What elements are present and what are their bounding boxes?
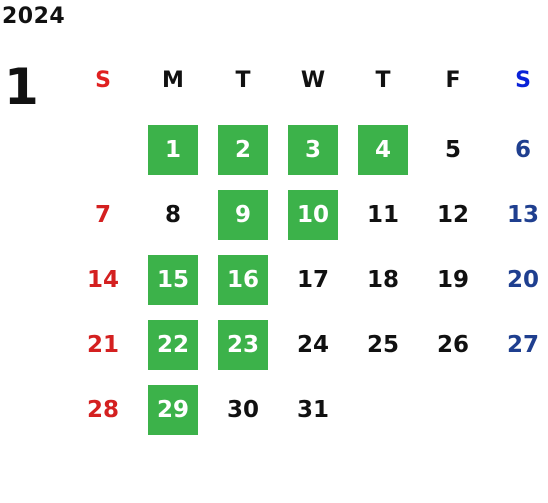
day-number: 21 [86, 332, 119, 358]
day-number: 11 [366, 202, 399, 228]
day-cell: 24 [278, 320, 348, 385]
day-number: 5 [444, 137, 461, 163]
highlighted-day: 4 [358, 125, 408, 175]
day-cell: 25 [348, 320, 418, 385]
day-cell: 5 [418, 125, 488, 190]
day-cell: 9 [208, 190, 278, 255]
day-cell: 6 [488, 125, 548, 190]
day-cell: 2 [208, 125, 278, 190]
weekday-monday: M [162, 68, 184, 93]
weekday-sunday: S [95, 68, 111, 93]
highlighted-day: 29 [148, 385, 198, 435]
day-cell: 14 [68, 255, 138, 320]
day-cell: 27 [488, 320, 548, 385]
day-cell: 17 [278, 255, 348, 320]
day-number: 12 [436, 202, 469, 228]
day-cell: 15 [138, 255, 208, 320]
day-cell: 21 [68, 320, 138, 385]
day-number: 6 [514, 137, 531, 163]
month-number: 1 [4, 58, 39, 116]
day-cell: 10 [278, 190, 348, 255]
highlighted-day: 3 [288, 125, 338, 175]
day-cell: 28 [68, 385, 138, 450]
day-cell [348, 385, 418, 450]
day-cell: 30 [208, 385, 278, 450]
day-number: 19 [436, 267, 469, 293]
day-number: 14 [86, 267, 119, 293]
day-number: 13 [506, 202, 539, 228]
weekday-header: S M T W T F S [68, 66, 548, 96]
day-cell: 12 [418, 190, 488, 255]
day-cell: 4 [348, 125, 418, 190]
highlighted-day: 10 [288, 190, 338, 240]
day-cell: 18 [348, 255, 418, 320]
day-number: 28 [86, 397, 119, 423]
day-cell: 7 [68, 190, 138, 255]
day-number: 18 [366, 267, 399, 293]
day-number: 31 [296, 397, 329, 423]
day-number: 8 [164, 202, 181, 228]
weekday-tuesday: T [235, 68, 251, 93]
day-cell: 11 [348, 190, 418, 255]
highlighted-day: 22 [148, 320, 198, 370]
highlighted-day: 23 [218, 320, 268, 370]
highlighted-day: 9 [218, 190, 268, 240]
day-number: 26 [436, 332, 469, 358]
weekday-friday: F [445, 68, 461, 93]
day-cell: 31 [278, 385, 348, 450]
day-cell [488, 385, 548, 450]
highlighted-day: 1 [148, 125, 198, 175]
day-cell: 26 [418, 320, 488, 385]
day-cell: 16 [208, 255, 278, 320]
day-number: 17 [296, 267, 329, 293]
day-number: 27 [506, 332, 539, 358]
day-number: 30 [226, 397, 259, 423]
highlighted-day: 16 [218, 255, 268, 305]
day-cell [418, 385, 488, 450]
weekday-thursday: T [375, 68, 391, 93]
weekday-saturday: S [515, 68, 531, 93]
day-cell: 22 [138, 320, 208, 385]
day-number: 7 [94, 202, 111, 228]
day-number: 25 [366, 332, 399, 358]
day-cell: 13 [488, 190, 548, 255]
weekday-wednesday: W [300, 68, 326, 93]
day-cell: 20 [488, 255, 548, 320]
year-label: 2024 [2, 4, 66, 29]
day-number: 24 [296, 332, 329, 358]
highlighted-day: 15 [148, 255, 198, 305]
day-cell: 8 [138, 190, 208, 255]
day-cell: 23 [208, 320, 278, 385]
day-cell: 29 [138, 385, 208, 450]
day-cell: 1 [138, 125, 208, 190]
day-cell [68, 125, 138, 190]
highlighted-day: 2 [218, 125, 268, 175]
day-cell: 19 [418, 255, 488, 320]
day-number: 20 [506, 267, 539, 293]
day-cell: 3 [278, 125, 348, 190]
